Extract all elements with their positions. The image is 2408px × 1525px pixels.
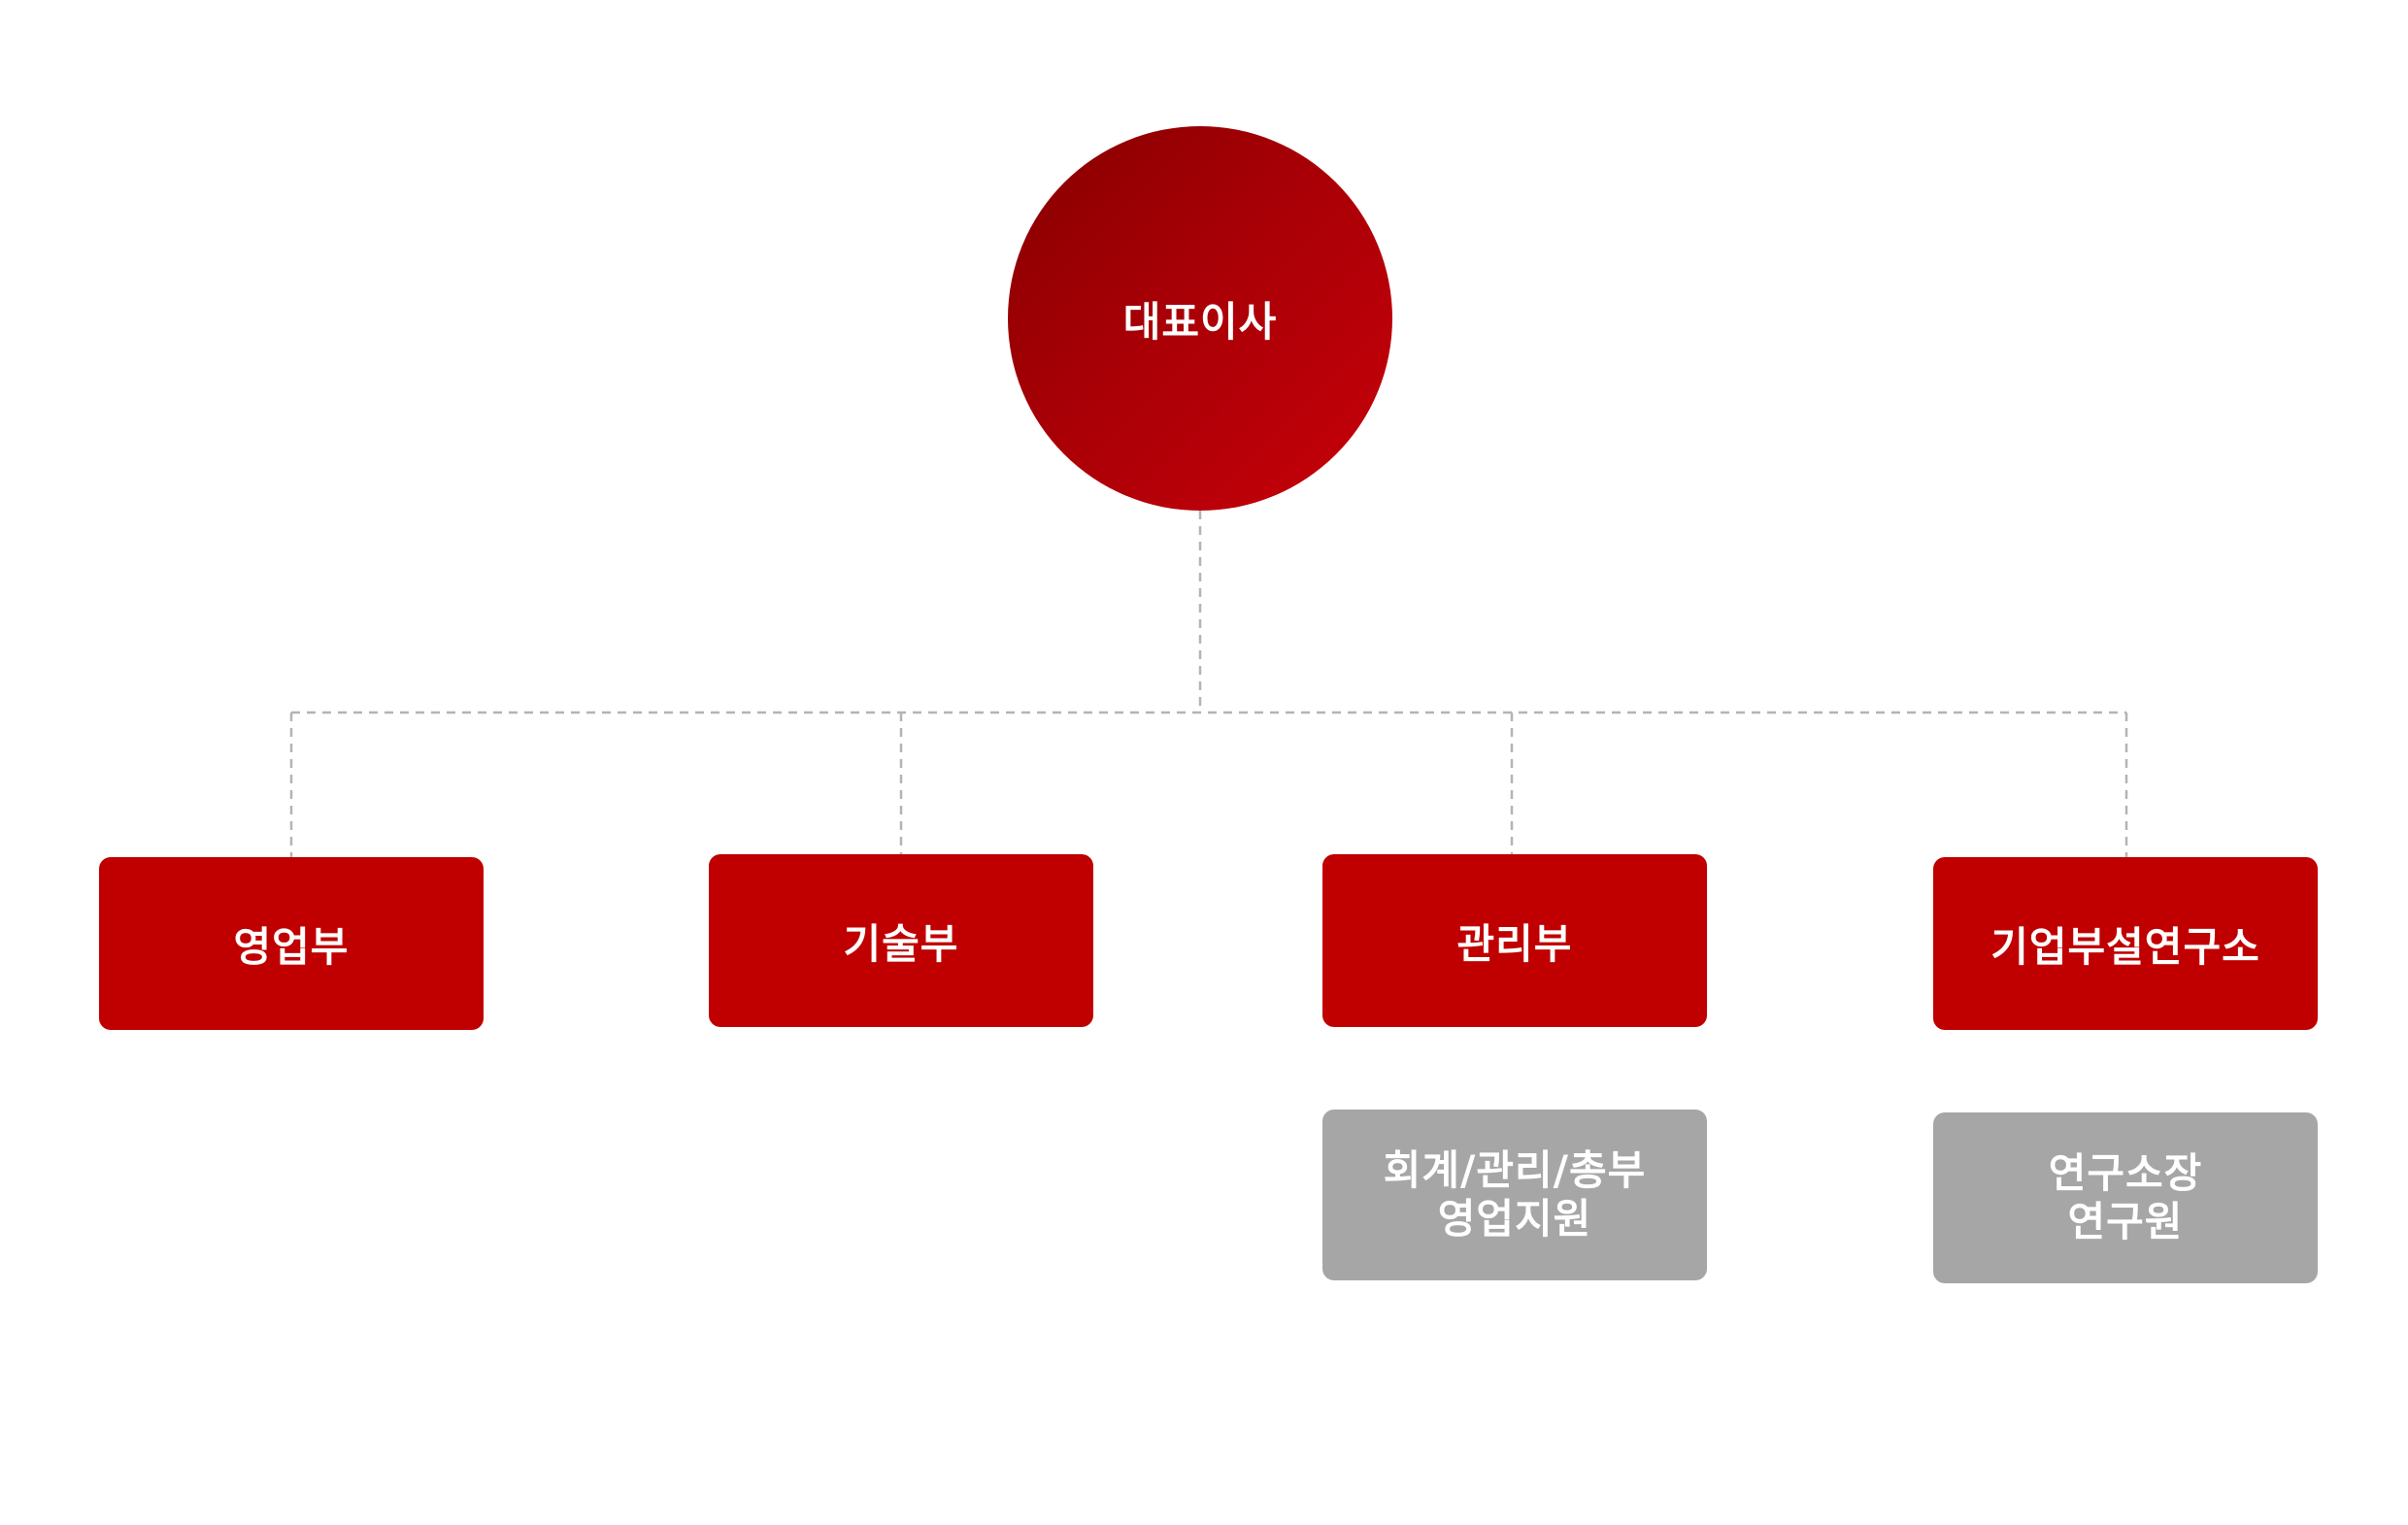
dept-admin-label: 관리부 bbox=[1456, 919, 1573, 968]
dept-sales-box: 영업부 bbox=[99, 857, 484, 1030]
sub-lab-line2: 연구원 bbox=[2067, 1198, 2184, 1245]
dept-tech-box: 기술부 bbox=[709, 854, 1093, 1027]
ceo-label: 대표이사 bbox=[1122, 297, 1278, 346]
sub-admin-box: 회계/관리/총부 영업지원 bbox=[1322, 1110, 1707, 1280]
dept-lab-label: 기업부설연구소 bbox=[1990, 922, 2260, 971]
dept-sales-label: 영업부 bbox=[233, 922, 350, 971]
dept-tech-label: 기술부 bbox=[843, 919, 959, 968]
sub-lab-box: 연구소장 연구원 bbox=[1933, 1112, 2318, 1283]
sub-lab-line1: 연구소장 bbox=[2048, 1149, 2203, 1197]
sub-admin-line2: 영업지원 bbox=[1437, 1195, 1592, 1243]
ceo-node: 대표이사 bbox=[1008, 126, 1392, 511]
sub-admin-line1: 회계/관리/총부 bbox=[1383, 1146, 1647, 1194]
dept-lab-box: 기업부설연구소 bbox=[1933, 857, 2318, 1030]
dept-admin-box: 관리부 bbox=[1322, 854, 1707, 1027]
